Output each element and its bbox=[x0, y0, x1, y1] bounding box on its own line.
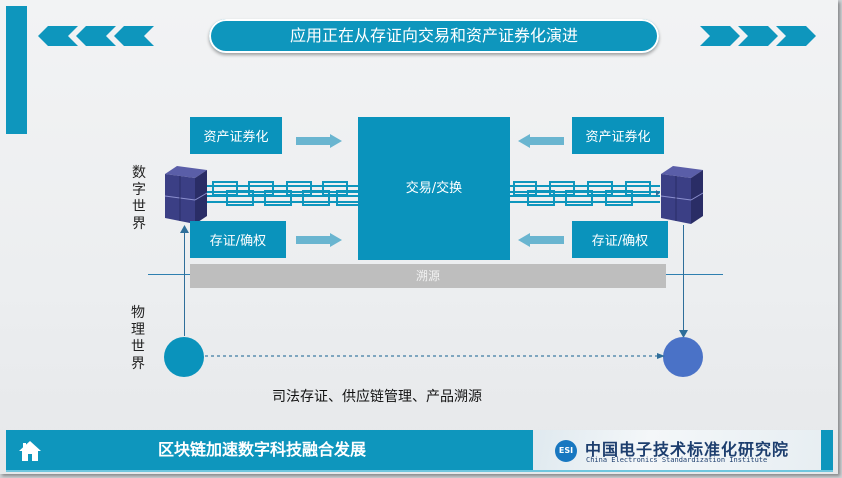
left-notarization-box: 存证/确权 bbox=[190, 221, 286, 258]
server-left-icon bbox=[164, 166, 208, 224]
logo-english-name: China Electronics Standardization Instit… bbox=[586, 456, 768, 464]
exchange-center-label: 交易/交换 bbox=[405, 181, 463, 196]
logo-chinese-name: 中国电子技术标准化研究院 bbox=[585, 440, 790, 459]
left-securitization-box: 资产证券化 bbox=[190, 117, 282, 154]
arrow-right-icon bbox=[296, 134, 342, 148]
arrow-right-icon bbox=[296, 233, 342, 247]
esi-logo-icon: ESI bbox=[555, 440, 577, 462]
home-icon[interactable] bbox=[18, 440, 42, 462]
physical-node-right bbox=[663, 337, 703, 377]
use-case-caption: 司法存证、供应链管理、产品溯源 bbox=[272, 389, 482, 405]
arrow-down-icon bbox=[679, 330, 688, 338]
server-right-icon bbox=[660, 166, 704, 224]
left-vertical-connector bbox=[184, 228, 185, 336]
chain-links-left-icon bbox=[205, 181, 360, 206]
arrow-left-icon bbox=[518, 134, 564, 148]
chevron-right-icon bbox=[700, 26, 740, 46]
chain-links-right-icon bbox=[510, 181, 660, 206]
chevron-left-icon bbox=[114, 26, 154, 46]
physical-node-left bbox=[164, 337, 204, 377]
left-chevrons-decoration bbox=[38, 26, 154, 46]
chevron-left-icon bbox=[38, 26, 78, 46]
right-chevrons-decoration bbox=[700, 26, 816, 46]
footer-title: 区块链加速数字科技融合发展 bbox=[158, 440, 367, 459]
left-accent-bar bbox=[6, 6, 27, 134]
trace-bar: 溯源 bbox=[190, 264, 666, 288]
dotted-arrow-line bbox=[205, 353, 665, 359]
chevron-left-icon bbox=[76, 26, 116, 46]
physical-world-label: 物 理 世 界 bbox=[131, 305, 145, 372]
chevron-right-icon bbox=[776, 26, 816, 46]
arrow-left-icon bbox=[518, 233, 564, 247]
page-title: 应用正在从存证向交易和资产证券化演进 bbox=[209, 19, 659, 53]
institute-logo: ESI 中国电子技术标准化研究院 China Electronics Stand… bbox=[533, 430, 821, 470]
exchange-center-box: 交易/交换 bbox=[358, 117, 510, 260]
arrow-up-icon bbox=[180, 225, 189, 233]
digital-world-label: 数 字 世 界 bbox=[132, 165, 146, 232]
right-vertical-connector bbox=[683, 225, 684, 335]
right-notarization-box: 存证/确权 bbox=[572, 221, 668, 258]
chevron-right-icon bbox=[738, 26, 778, 46]
footer-bar: 区块链加速数字科技融合发展 ESI 中国电子技术标准化研究院 China Ele… bbox=[6, 430, 833, 472]
right-securitization-box: 资产证券化 bbox=[572, 117, 664, 154]
